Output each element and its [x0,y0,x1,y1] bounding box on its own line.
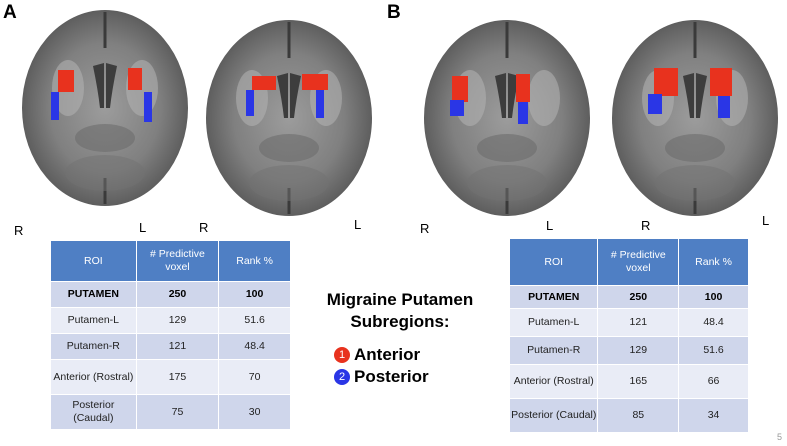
posterior-voxels [51,92,152,122]
table-row: PUTAMEN 250 100 [50,281,291,308]
side-label: L [354,217,362,232]
table-b: ROI # Predictive voxel Rank % PUTAMEN 25… [508,238,749,433]
table-a: ROI # Predictive voxel Rank % PUTAMEN 25… [50,240,291,430]
anterior-voxels [58,68,142,92]
legend-item-posterior: 2 Posterior [334,367,429,387]
panel-label-a: A [3,2,17,23]
header-roi: ROI [50,240,137,282]
side-label: R [420,221,430,236]
table-row: Putamen-R 129 51.6 [508,336,749,365]
brain-slice-a1 [20,8,190,208]
side-label: L [139,220,147,235]
side-label: R [641,218,651,233]
header-rank: Rank % [218,240,291,282]
side-label: R [14,223,24,238]
side-label: L [546,218,554,233]
table-row: Putamen-L 121 48.4 [508,308,749,337]
legend-title-line2: Subregions: [350,312,450,331]
table-row: Putamen-R 121 48.4 [50,333,291,360]
brain-slice-a2 [204,18,374,218]
page-number: 5 [777,432,783,442]
legend-title: Migraine Putamen Subregions: [300,289,500,333]
header-voxel: # Predictive voxel [135,240,220,282]
brain-slice-b2 [610,18,780,218]
table-row: PUTAMEN 250 100 [508,285,749,309]
legend-title-line1: Migraine Putamen [326,290,474,309]
table-row: Anterior (Rostral) 165 66 [508,364,749,399]
table-row: Posterior (Caudal) 75 30 [50,394,291,430]
table-row: Putamen-L 129 51.6 [50,307,291,334]
side-label: L [762,213,770,228]
legend-label: Anterior [354,345,421,364]
header-roi: ROI [508,238,599,286]
brain-slice-b1 [422,18,592,218]
badge-1: 1 [334,347,350,363]
side-label: R [199,220,209,235]
header-rank: Rank % [678,238,749,286]
table-row: Posterior (Caudal) 85 34 [508,398,749,433]
panel-label-b: B [387,2,401,23]
legend-label: Posterior [354,367,429,386]
header-voxel: # Predictive voxel [597,238,680,286]
badge-2: 2 [334,369,350,385]
legend-item-anterior: 1 Anterior [334,345,420,365]
table-row: Anterior (Rostral) 175 70 [50,359,291,395]
